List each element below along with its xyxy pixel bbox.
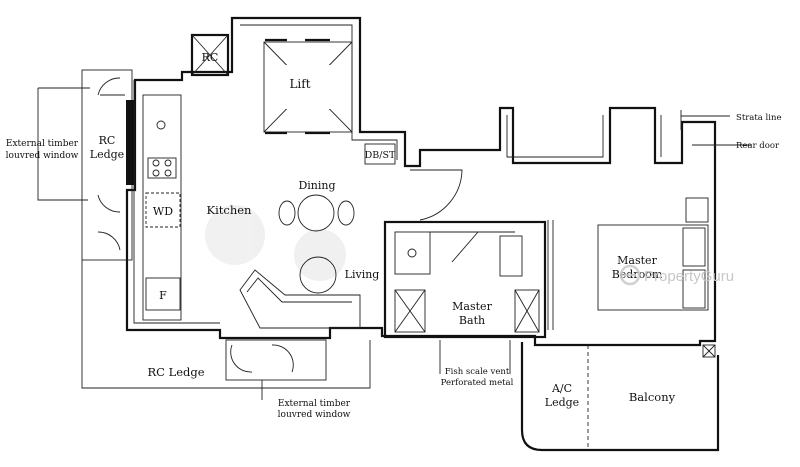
living-label: Living	[345, 268, 380, 281]
fish-scale-vent-label: Fish scale vent	[445, 367, 510, 377]
wd-label: WD	[153, 205, 173, 218]
living-sofa	[239, 256, 361, 329]
kitchen-label: Kitchen	[207, 203, 253, 217]
propertyguru-watermark: PropertyGuru	[619, 264, 734, 286]
bottom-ledge	[81, 260, 371, 400]
ext-window-bottom-label-1: External timber	[278, 399, 351, 409]
strata-annotations	[680, 110, 752, 146]
rear-door-label: Rear door	[736, 141, 780, 151]
exterior-walls	[125, 16, 717, 347]
ac-ledge-label-1: A/C	[551, 382, 572, 395]
fridge-label: F	[159, 289, 167, 302]
propertyguru-logo-icon	[619, 264, 641, 286]
master-bath-label-1: Master	[452, 300, 492, 313]
service-box	[702, 344, 716, 358]
master-bed	[547, 197, 709, 330]
watermark-text: PropertyGuru	[644, 268, 734, 285]
dining-label: Dining	[298, 179, 335, 192]
perforated-metal-label: Perforated metal	[441, 378, 514, 388]
strata-line-label: Strata line	[736, 113, 782, 123]
left-ledge	[37, 69, 134, 261]
ext-window-left-label-2: louvred window	[6, 151, 79, 161]
lift-shaft	[263, 38, 353, 135]
balcony-label: Balcony	[629, 390, 676, 404]
master-bath	[383, 220, 547, 339]
master-bath-label-2: Bath	[459, 314, 485, 327]
dining-table	[278, 194, 355, 232]
ext-window-bottom-label-2: louvred window	[278, 410, 351, 420]
db-st-box	[364, 143, 396, 165]
master-bedroom-label-1: Master	[617, 254, 657, 267]
rc-ledge-left-label-1: RC	[99, 134, 116, 147]
ext-window-left-label-1: External timber	[6, 139, 79, 149]
entry-door	[410, 169, 463, 221]
balcony-area	[520, 342, 720, 452]
rc-top-box	[190, 33, 230, 77]
master-bedroom-label-2: Bedroom	[612, 268, 663, 281]
lift-label: Lift	[289, 77, 310, 91]
ac-ledge-label-2: Ledge	[545, 396, 579, 409]
kitchen-counter	[142, 94, 182, 321]
db-st-label: DB/ST	[365, 150, 396, 161]
rc-ledge-left-label-2: Ledge	[90, 148, 124, 161]
watermark-shapes	[205, 205, 346, 281]
rc-top-label: RC	[202, 51, 219, 64]
rc-ledge-bottom-label: RC Ledge	[147, 365, 204, 379]
